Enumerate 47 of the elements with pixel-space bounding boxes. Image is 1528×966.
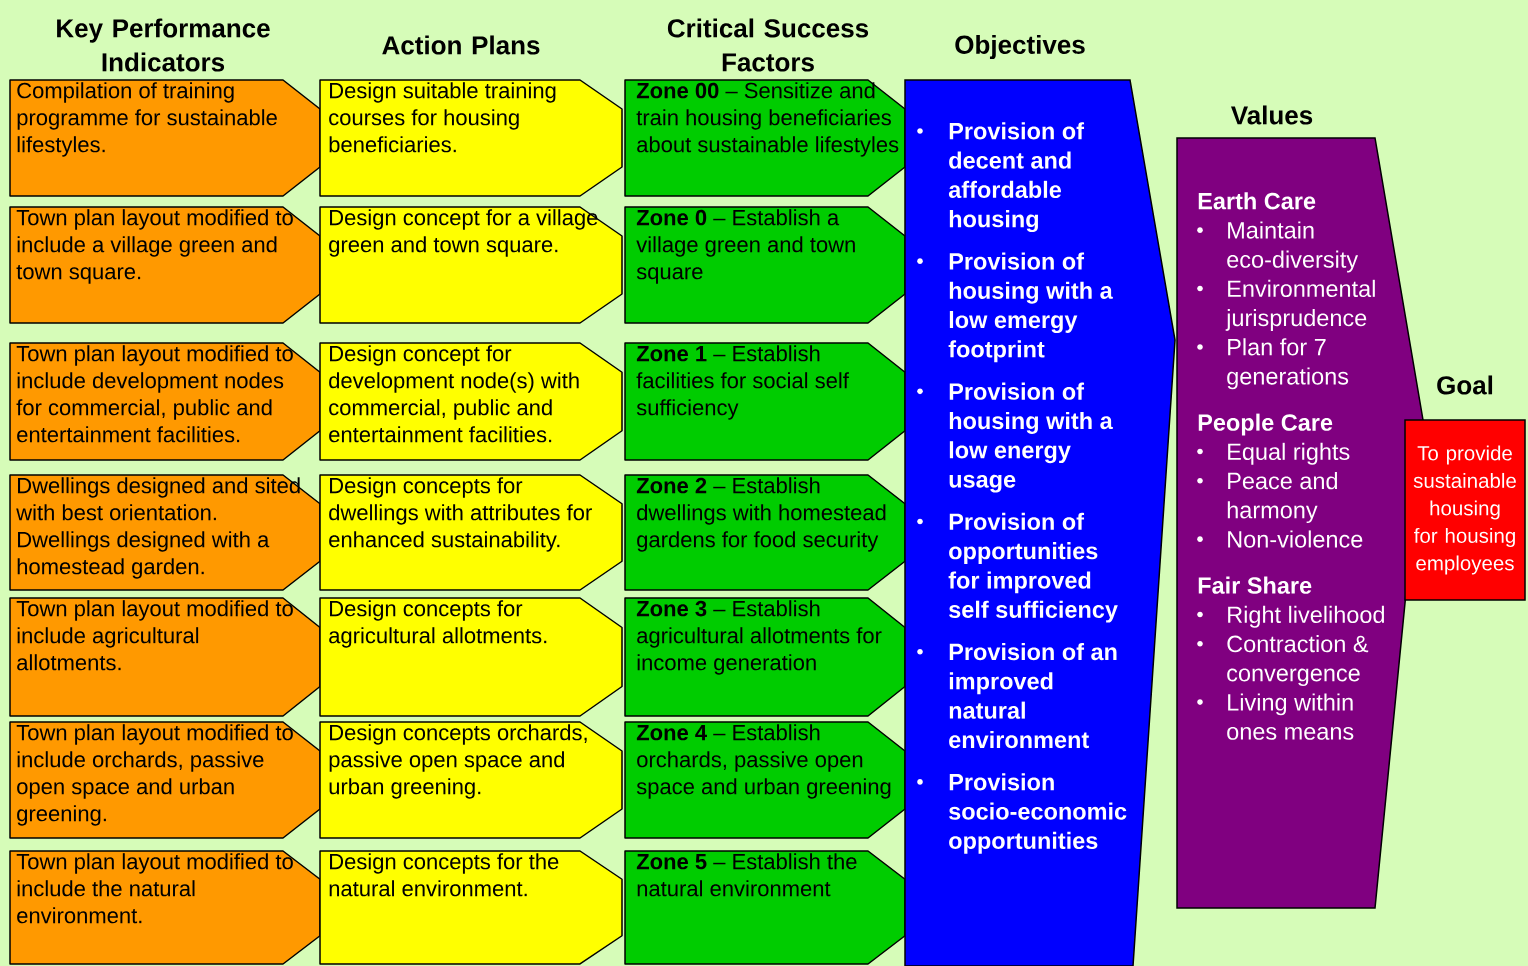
action-plan-box: Design concept for a village green and town square. [319,206,623,324]
success-factor-box: Zone 4 – Establish orchards, passive open space and urban greening [624,721,906,839]
column-heading: Critical Success Factors [667,18,869,72]
success-factor-box: Zone 3 – Establish agricultural allotments for income generation [624,597,906,717]
value-heading: People Care [1198,413,1333,436]
action-plan-box: Design concepts orchards, passive open space and urban greening. [319,721,623,839]
node-label: Values [1230,105,1313,125]
value-heading: Earth Care [1198,192,1316,210]
value-item: Living within ones means [1227,693,1354,740]
objective-item: Provision of housing with a low emergy footprint [948,252,1113,363]
action-plan-box: Design concepts for dwellings with attributes for enhanced sustainability. [319,474,623,591]
indicator-box: Town plan layout modified to include the natural environment. [9,850,321,965]
objective-item: Provision of an improved natural environment [949,643,1117,749]
objective-item: Provision socio-economic opportunities [949,773,1127,854]
value-item: Plan for 7 generations [1227,338,1349,390]
objective-item: Provision of opportunities for improved self sufficiency [948,512,1118,623]
value-item: Contraction & convergence [1227,635,1369,687]
success-factor-box: Zone 5 – Establish the natural environment [624,850,906,965]
success-factor-box: Zone 0 – Establish a village green and town square [624,206,906,324]
indicator-box: Town plan layout modified to include development nodes for commercial, public and entertainment facilities. [9,342,321,461]
column-heading: Action Plans [382,35,540,55]
goal-box: Goal To provide sustainable housing for housing employees [1404,375,1526,601]
objectives-panel: Objectives Provision of decent and affordable housing Provision of housing with a low emergy footprint Provision of housing with a low energy usage Provision of opportunities for improved self sufficiency Provision of an improved natural environment Provision socio-economic opportunities [904,34,1176,966]
indicator-box: Town plan layout modified to include a village green and town square. [9,206,321,324]
value-item: Non-violence [1228,530,1363,548]
objective-item: Provision of housing with a low energy usage [949,382,1113,493]
action-plan-box: Design suitable training courses for housing beneficiaries. [319,79,623,197]
action-plan-box: Design concepts for the natural environment. [319,850,623,965]
success-factor-box: Zone 2 – Establish dwellings with homestead gardens for food security [624,474,906,591]
indicator-box: Town plan layout modified to include agricultural allotments. [9,597,321,717]
indicator-box: Dwellings designed and sited with best orientation. Dwellings designed with a homestead garden. [9,474,321,591]
objective-item: Provision of decent and affordable housing [948,122,1085,233]
action-plan-box: Design concepts for agricultural allotments. [319,597,623,717]
value-item: Environmental jurisprudence [1225,279,1375,331]
success-factor-box: Zone 1 – Establish facilities for social self sufficiency [624,342,906,461]
node-label: Objectives [955,34,1085,60]
value-item: Maintain eco-diversity [1227,221,1359,273]
indicator-box: Compilation of training programme for sustainable lifestyles. [9,79,321,197]
node-label: Goal [1437,375,1493,395]
action-plan-box: Design concept for development node(s) with commercial, public and entertainment facilities. [319,342,623,461]
value-item: Peace and harmony [1227,472,1338,524]
value-item: Right livelihood [1228,605,1384,628]
value-item: Equal rights [1228,442,1350,465]
value-heading: Fair Share [1198,576,1312,594]
column-heading: Key Performance Indicators [57,18,270,72]
indicator-box: Town plan layout modified to include orchards, passive open space and urban greening. [9,721,321,839]
success-factor-box: Zone 00 – Sensitize and train housing beneficiaries about sustainable lifestyles [624,79,906,197]
